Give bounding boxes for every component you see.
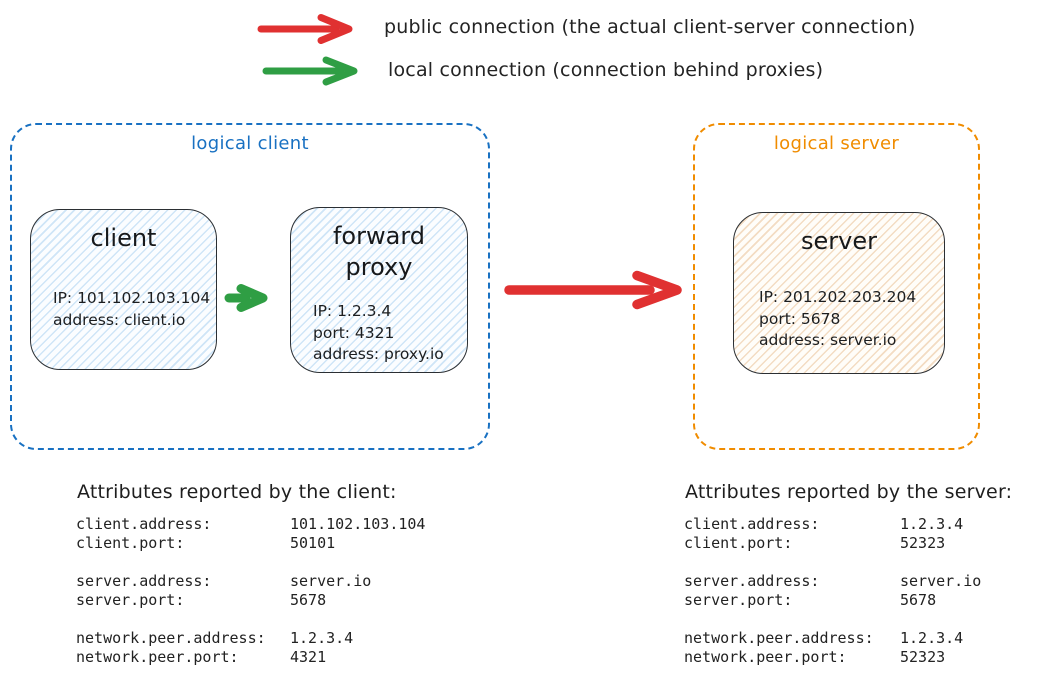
attr-key: server.address: — [684, 572, 820, 590]
attr-key: network.peer.address: — [76, 629, 266, 647]
attr-row: client.address: 101.102.103.104 — [76, 515, 425, 534]
attr-value: 5678 — [290, 591, 327, 609]
attr-key: client.port: — [76, 534, 185, 552]
forward-proxy-node-title: forward proxy — [332, 222, 425, 281]
logical-client-label: logical client — [191, 133, 309, 154]
server-node: server IP: 201.202.203.204 port: 5678 ad… — [733, 212, 945, 374]
attr-key: network.peer.address: — [684, 629, 874, 647]
server-attributes-heading: Attributes reported by the server: — [685, 481, 1013, 503]
server-node-port: port: 5678 — [759, 309, 841, 328]
public-connection-diagram-arrow — [504, 270, 682, 310]
attr-value: 1.2.3.4 — [900, 515, 964, 533]
public-connection-legend-arrow — [257, 14, 353, 44]
logical-client-group: logical client client IP: 101.102.103.10… — [10, 123, 490, 450]
attr-row: network.peer.address: 1.2.3.4 — [684, 629, 1012, 648]
logical-server-group: logical server server IP: 201.202.203.20… — [693, 123, 980, 450]
forward-proxy-node-address: address: proxy.io — [313, 345, 444, 363]
attr-row: client.port: 52323 — [684, 534, 1012, 553]
attr-value: 5678 — [900, 591, 937, 609]
attr-row: server.address: server.io — [684, 572, 1012, 591]
attr-group: client.address: 101.102.103.104 client.p… — [76, 515, 425, 553]
server-node-details: IP: 201.202.203.204 port: 5678 address: … — [734, 287, 916, 352]
attr-row: network.peer.port: 4321 — [76, 648, 425, 667]
attr-group: network.peer.address: 1.2.3.4 network.pe… — [684, 629, 1012, 667]
attr-value: 50101 — [290, 534, 336, 552]
client-node-ip: IP: 101.102.103.104 — [53, 289, 211, 307]
attr-key: server.port: — [684, 591, 793, 609]
attr-value: 4321 — [290, 648, 327, 666]
client-node-details: IP: 101.102.103.104 address: client.io — [31, 288, 210, 331]
attr-key: client.port: — [684, 534, 793, 552]
server-attributes-section: Attributes reported by the server: clien… — [684, 483, 1012, 686]
attr-value: 52323 — [900, 534, 946, 552]
server-node-address: address: server.io — [759, 331, 897, 349]
server-node-ip: IP: 201.202.203.204 — [759, 288, 917, 306]
client-node: client IP: 101.102.103.104 address: clie… — [30, 209, 217, 370]
attr-row: client.port: 50101 — [76, 534, 425, 553]
attr-row: network.peer.port: 52323 — [684, 648, 1012, 667]
local-connection-legend-arrow — [262, 56, 358, 86]
attr-group: server.address: server.io server.port: 5… — [76, 572, 425, 610]
legend-local-connection-label: local connection (connection behind prox… — [388, 59, 824, 81]
legend-public-connection-label: public connection (the actual client-ser… — [384, 16, 916, 38]
server-node-title: server — [801, 227, 877, 255]
attr-key: network.peer.port: — [684, 648, 847, 666]
attr-group: client.address: 1.2.3.4 client.port: 523… — [684, 515, 1012, 553]
attr-row: server.address: server.io — [76, 572, 425, 591]
client-attributes-section: Attributes reported by the client: clien… — [76, 483, 425, 686]
attr-row: client.address: 1.2.3.4 — [684, 515, 1012, 534]
attr-key: server.port: — [76, 591, 185, 609]
forward-proxy-node-ip: IP: 1.2.3.4 — [313, 302, 392, 320]
forward-proxy-node-port: port: 4321 — [313, 323, 395, 342]
attr-group: network.peer.address: 1.2.3.4 network.pe… — [76, 629, 425, 667]
attr-value: server.io — [900, 572, 982, 590]
attr-key: client.address: — [76, 515, 212, 533]
attr-value: 52323 — [900, 648, 946, 666]
client-attributes-heading: Attributes reported by the client: — [77, 481, 397, 503]
attr-key: server.address: — [76, 572, 212, 590]
attr-key: network.peer.port: — [76, 648, 239, 666]
attr-value: server.io — [290, 572, 372, 590]
attr-row: server.port: 5678 — [76, 591, 425, 610]
forward-proxy-node-details: IP: 1.2.3.4 port: 4321 address: proxy.io — [291, 301, 444, 366]
attr-row: network.peer.address: 1.2.3.4 — [76, 629, 425, 648]
attr-value: 1.2.3.4 — [290, 629, 354, 647]
attr-value: 101.102.103.104 — [290, 515, 426, 533]
attr-key: client.address: — [684, 515, 820, 533]
attr-row: server.port: 5678 — [684, 591, 1012, 610]
attr-value: 1.2.3.4 — [900, 629, 964, 647]
attr-group: server.address: server.io server.port: 5… — [684, 572, 1012, 610]
logical-server-label: logical server — [773, 133, 900, 154]
client-node-address: address: client.io — [53, 310, 186, 329]
client-node-title: client — [90, 224, 157, 252]
forward-proxy-node: forward proxy IP: 1.2.3.4 port: 4321 add… — [290, 207, 468, 373]
